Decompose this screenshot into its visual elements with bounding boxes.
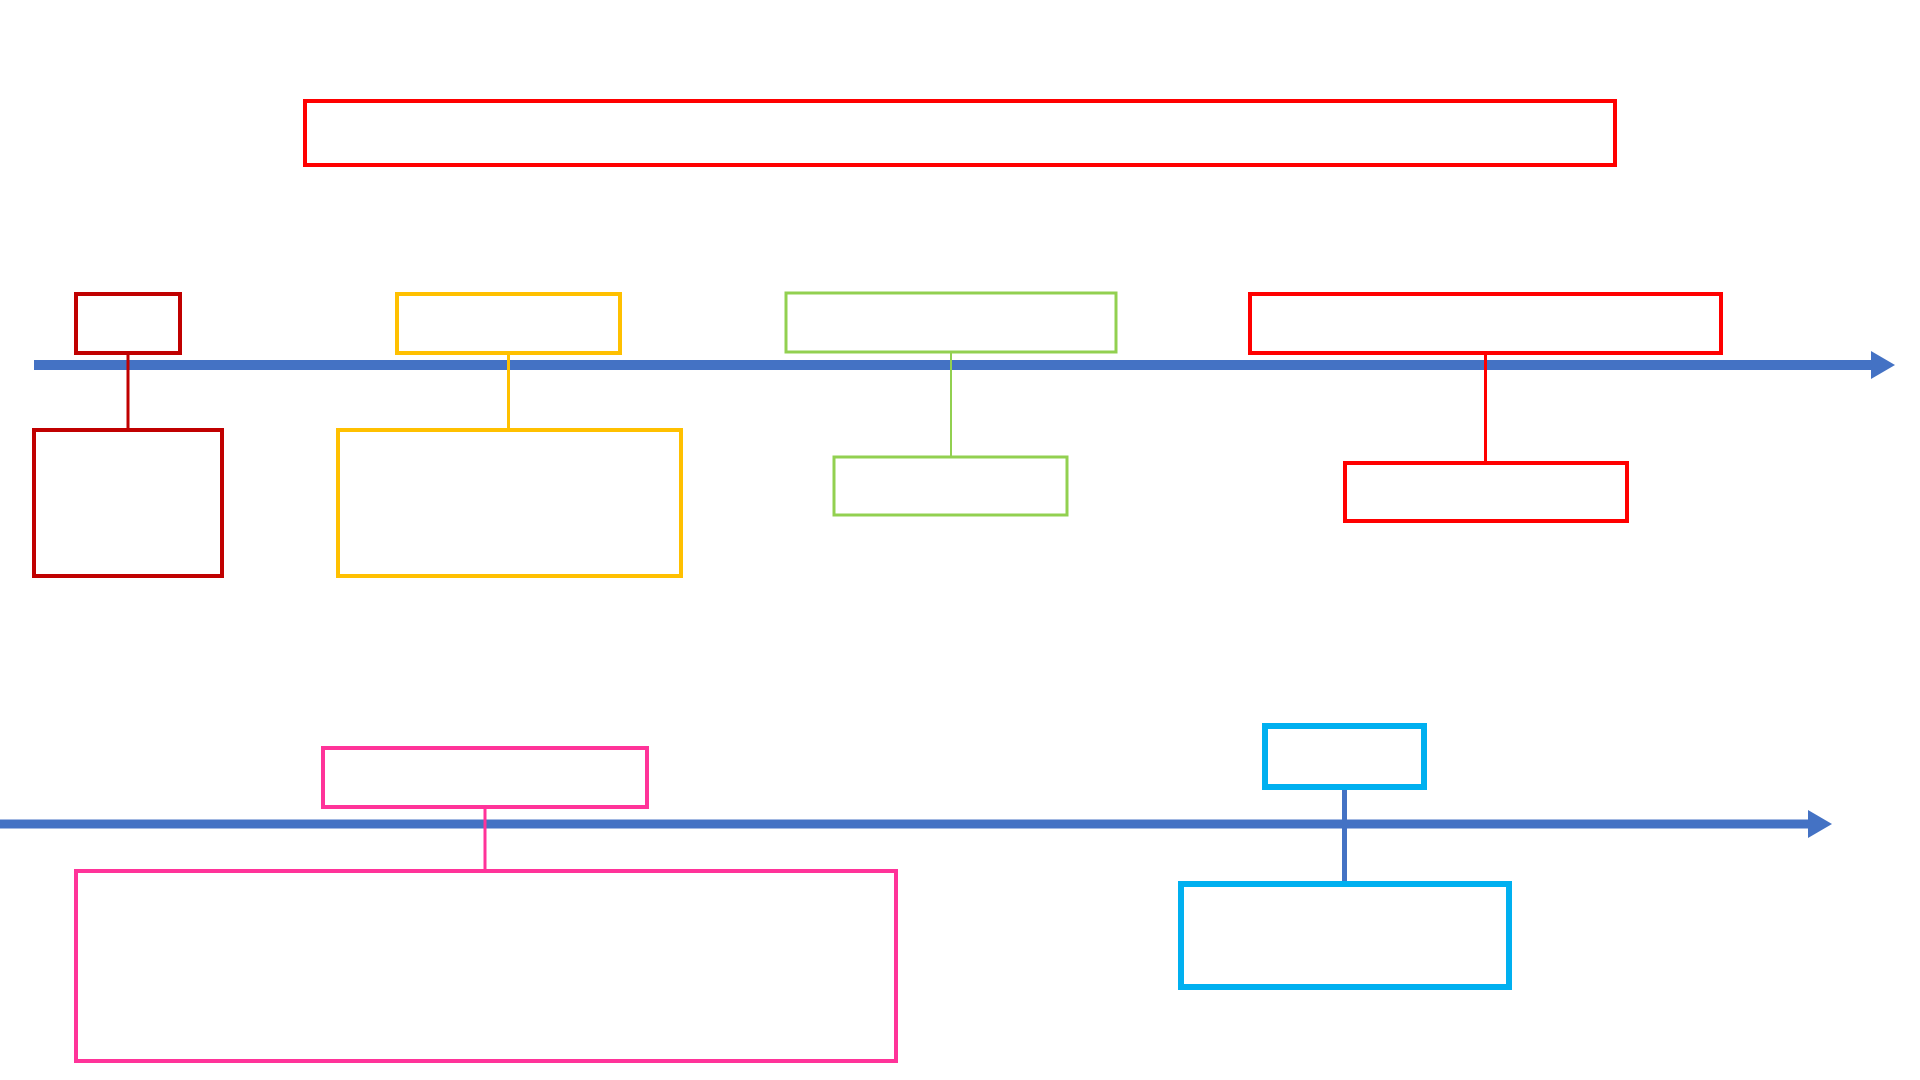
upper-timeline — [32, 291, 1895, 578]
milestone-top-box — [321, 746, 649, 809]
lower-timeline — [0, 723, 1832, 1063]
milestone-1 — [32, 292, 224, 578]
timeline-arrowhead — [1808, 810, 1832, 838]
milestone-3 — [784, 291, 1118, 517]
milestone-top-box — [784, 291, 1118, 354]
milestone-5 — [74, 746, 898, 1063]
milestone-top-box — [1262, 723, 1427, 790]
milestone-2 — [336, 292, 683, 578]
milestone-detail-box — [74, 869, 898, 1063]
milestone-detail-box — [1343, 461, 1629, 523]
milestone-top-box — [1248, 292, 1723, 355]
milestone-detail-box — [336, 428, 683, 578]
milestone-detail-box — [1178, 881, 1512, 990]
milestone-4 — [1248, 292, 1723, 523]
milestone-top-box — [395, 292, 622, 355]
title-box — [303, 99, 1617, 167]
milestone-detail-box — [32, 428, 224, 578]
milestone-top-box — [74, 292, 182, 355]
milestone-detail-box — [832, 455, 1069, 517]
milestone-6 — [1178, 723, 1512, 990]
timeline-arrowhead — [1871, 351, 1895, 379]
title-group — [303, 99, 1617, 167]
